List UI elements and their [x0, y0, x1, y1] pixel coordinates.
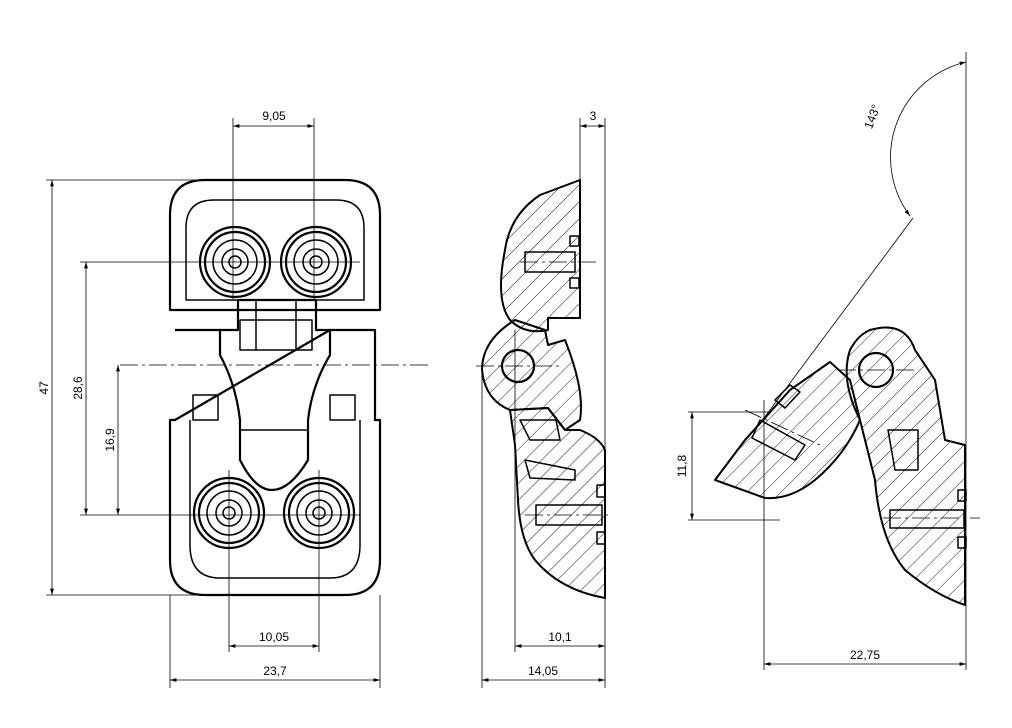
dim-overall-length: 47 — [37, 381, 51, 395]
dim-screw-pitch-top: 9,05 — [262, 109, 286, 123]
dimension-labels: 9,05 3 47 28,6 16,9 10,05 23,7 10,1 14,0… — [37, 102, 883, 678]
side-section-view — [476, 118, 612, 688]
dim-screw-pitch-bottom: 10,05 — [259, 630, 289, 644]
dim-open-height: 11,8 — [675, 454, 689, 477]
bottom-leaf-outline — [168, 328, 382, 597]
top-leaf-inner — [185, 199, 365, 301]
side-lower-section — [509, 407, 606, 599]
dim-screw-vertical-spacing: 28,6 — [71, 376, 85, 400]
open-section-view — [688, 52, 980, 670]
dim-plate-thickness: 3 — [590, 109, 597, 123]
dim-overall-width: 23,7 — [263, 664, 287, 678]
dim-open-angle: 143° — [861, 102, 883, 130]
front-view — [46, 118, 430, 688]
side-upper-section — [500, 179, 581, 333]
dim-side-depth-total: 14,05 — [528, 664, 558, 678]
dim-side-depth-inner: 10,1 — [548, 630, 572, 644]
dim-lower-offset: 16,9 — [103, 428, 117, 452]
bottom-leaf-inner — [189, 420, 361, 579]
open-pivot-pin — [857, 351, 895, 389]
hinge-link — [218, 298, 332, 492]
top-leaf-outline — [168, 178, 382, 312]
open-fixed-leaf — [845, 326, 966, 606]
dim-open-width: 22,75 — [850, 648, 880, 662]
hinge-link-slot — [239, 319, 313, 351]
open-swing-leaf — [714, 361, 861, 500]
